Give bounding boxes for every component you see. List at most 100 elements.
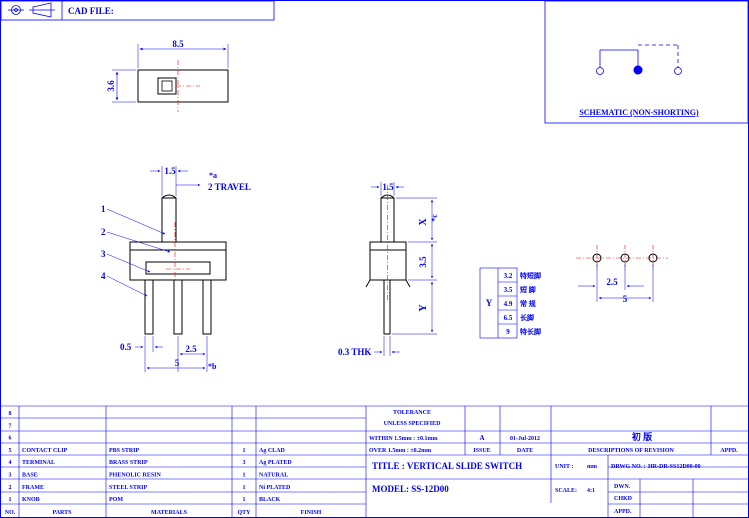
y-table-value: 3.2 [504,272,513,280]
pcb-dim-5: 5 [623,294,628,304]
top-view-width-dim: 8.5 [172,39,184,49]
side-view [365,185,411,335]
revision-desc-label: DESCRIPTIONS OF REVISION [588,448,674,454]
bom-header-materials: MATERIALS [151,510,188,516]
bom-row-materials: STEEL STRIP [109,485,148,491]
bom-row-parts: KNOB [22,497,40,503]
revision-desc: 初 版 [632,431,652,442]
schematic-box: SCHEMATIC (NON-SHORTING) [544,0,749,124]
dwn-label: DWN. [614,484,631,490]
front-view-dims [106,166,208,372]
title-text: TITLE : VERTICAL SLIDE SWITCH [372,461,522,471]
bom-row-materials: BRASS STRIP [109,460,148,466]
bom-row-finish: BLACK [259,497,281,503]
bom-row-finish: Ag PLATED [259,460,292,466]
bom-table: 8 7 6 5 CONTACT CLIP PBS STRIP 1 Ag CLAD 4 TERMIN… [9,411,293,503]
bom-header-row: NO. PARTS MATERIALS QTY FINISH [5,510,322,516]
top-view-height-dim: 3.6 [106,80,116,92]
projection-symbol-icon [8,2,55,18]
schematic-terminal-left [596,67,604,75]
front-travel: 2 TRAVEL [208,182,251,192]
side-dim-1-5: 1.5 [382,182,394,192]
revision-appd-label: APPD. [720,448,738,454]
front-dim-2-5: 2.5 [185,344,197,354]
front-dim-0-5: 0.5 [120,342,132,352]
y-table-desc: 特长脚 [520,327,541,336]
bom-row-no: 2 [9,485,12,491]
cad-file-label: CAD FILE: [68,6,114,16]
pcb-dim-2-5: 2.5 [606,277,618,287]
unit-value: mm [587,464,597,470]
bom-row-materials: POM [109,497,123,503]
callout-4: 4 [101,271,106,281]
y-table-desc: 短 脚 [520,285,536,294]
bom-row-materials: PBS STRIP [109,448,140,454]
bom-header-finish: FINISH [301,510,322,516]
revision-date-label: DATE [517,448,533,454]
bom-row-no: 1 [9,497,12,503]
y-table [479,267,518,339]
front-travel-ref: *a [209,171,217,180]
pcb-layout [576,245,668,302]
pcb-hole-3 [648,253,658,263]
callout-1: 1 [101,204,106,214]
side-x-label: X [418,218,429,226]
drawing-number: HR-DR-SS12D00-00 [648,464,701,470]
front-ref-b: *b [208,362,217,371]
cad-file-header [0,0,275,21]
schematic-terminal-right [674,67,682,75]
bom-row-no: 8 [9,411,12,417]
scale-value: 4:1 [587,488,595,494]
pcb-hole-1 [592,253,602,263]
tolerance-line-1: TOLERANCE [393,410,431,416]
tolerance-line-4: OVER 1.5mm : ±0.2mm [369,448,431,454]
bom-row-parts: TERMINAL [22,460,55,466]
y-table-desc: 长脚 [520,313,534,322]
bom-row-no: 4 [9,460,12,466]
side-y-label: Y [418,304,429,312]
side-ref-c: *c [430,214,439,222]
y-table-value: 9 [506,328,510,336]
bom-row-parts: CONTACT CLIP [22,448,68,454]
bom-row-finish: Ag CLAD [259,448,286,454]
schematic-terminal-common [633,65,643,75]
bom-grid [1,405,748,517]
revision-rev: A [479,434,484,442]
tolerance-line-3: WITHIN 1.5mm : ±0.1mm [369,436,437,442]
y-table-value: 6.5 [504,314,513,322]
bom-row-qty: 3 [243,460,246,466]
side-thickness: 0.3 THK [338,347,371,357]
bom-row-no: 7 [9,423,12,429]
y-table-value: 4.9 [504,300,513,308]
bom-row-finish: NATURAL [259,473,288,479]
bom-row-qty: 1 [243,485,246,491]
side-dim-3-5: 3.5 [418,256,428,268]
appd-label: APPD. [614,509,632,515]
schematic-title: SCHEMATIC (NON-SHORTING) [579,108,699,117]
bom-row-qty: 1 [243,448,246,454]
drawing-number-label: DRWG NO. : [611,464,646,470]
bom-row-no: 6 [9,436,12,442]
bom-row-finish: Ni PLATED [259,485,291,491]
scale-label: SCALE: [555,488,577,494]
y-table-value: 3.5 [504,286,513,294]
front-view [129,194,227,335]
bom-header-qty: QTY [237,510,251,516]
callout-3: 3 [101,249,106,259]
chkd-label: CHKD [614,496,633,502]
revision-issue-label: ISSUE [473,448,490,454]
y-table-desc: 常 规 [520,299,536,308]
top-view [112,44,229,112]
bom-row-qty: 1 [243,473,246,479]
revision-date: 01-Jul-2012 [510,436,540,442]
model-text: MODEL: SS-12D00 [372,484,449,494]
pcb-hole-2 [620,253,630,263]
title-block-grid [366,406,748,517]
bom-row-no: 5 [9,448,12,454]
front-dim-1-5: 1.5 [164,166,176,176]
bom-row-parts: BASE [22,473,38,479]
bom-row-parts: FRAME [22,485,44,491]
tolerance-line-2: UNLESS SPECIFIED [384,421,442,427]
bom-header-parts: PARTS [52,510,72,516]
